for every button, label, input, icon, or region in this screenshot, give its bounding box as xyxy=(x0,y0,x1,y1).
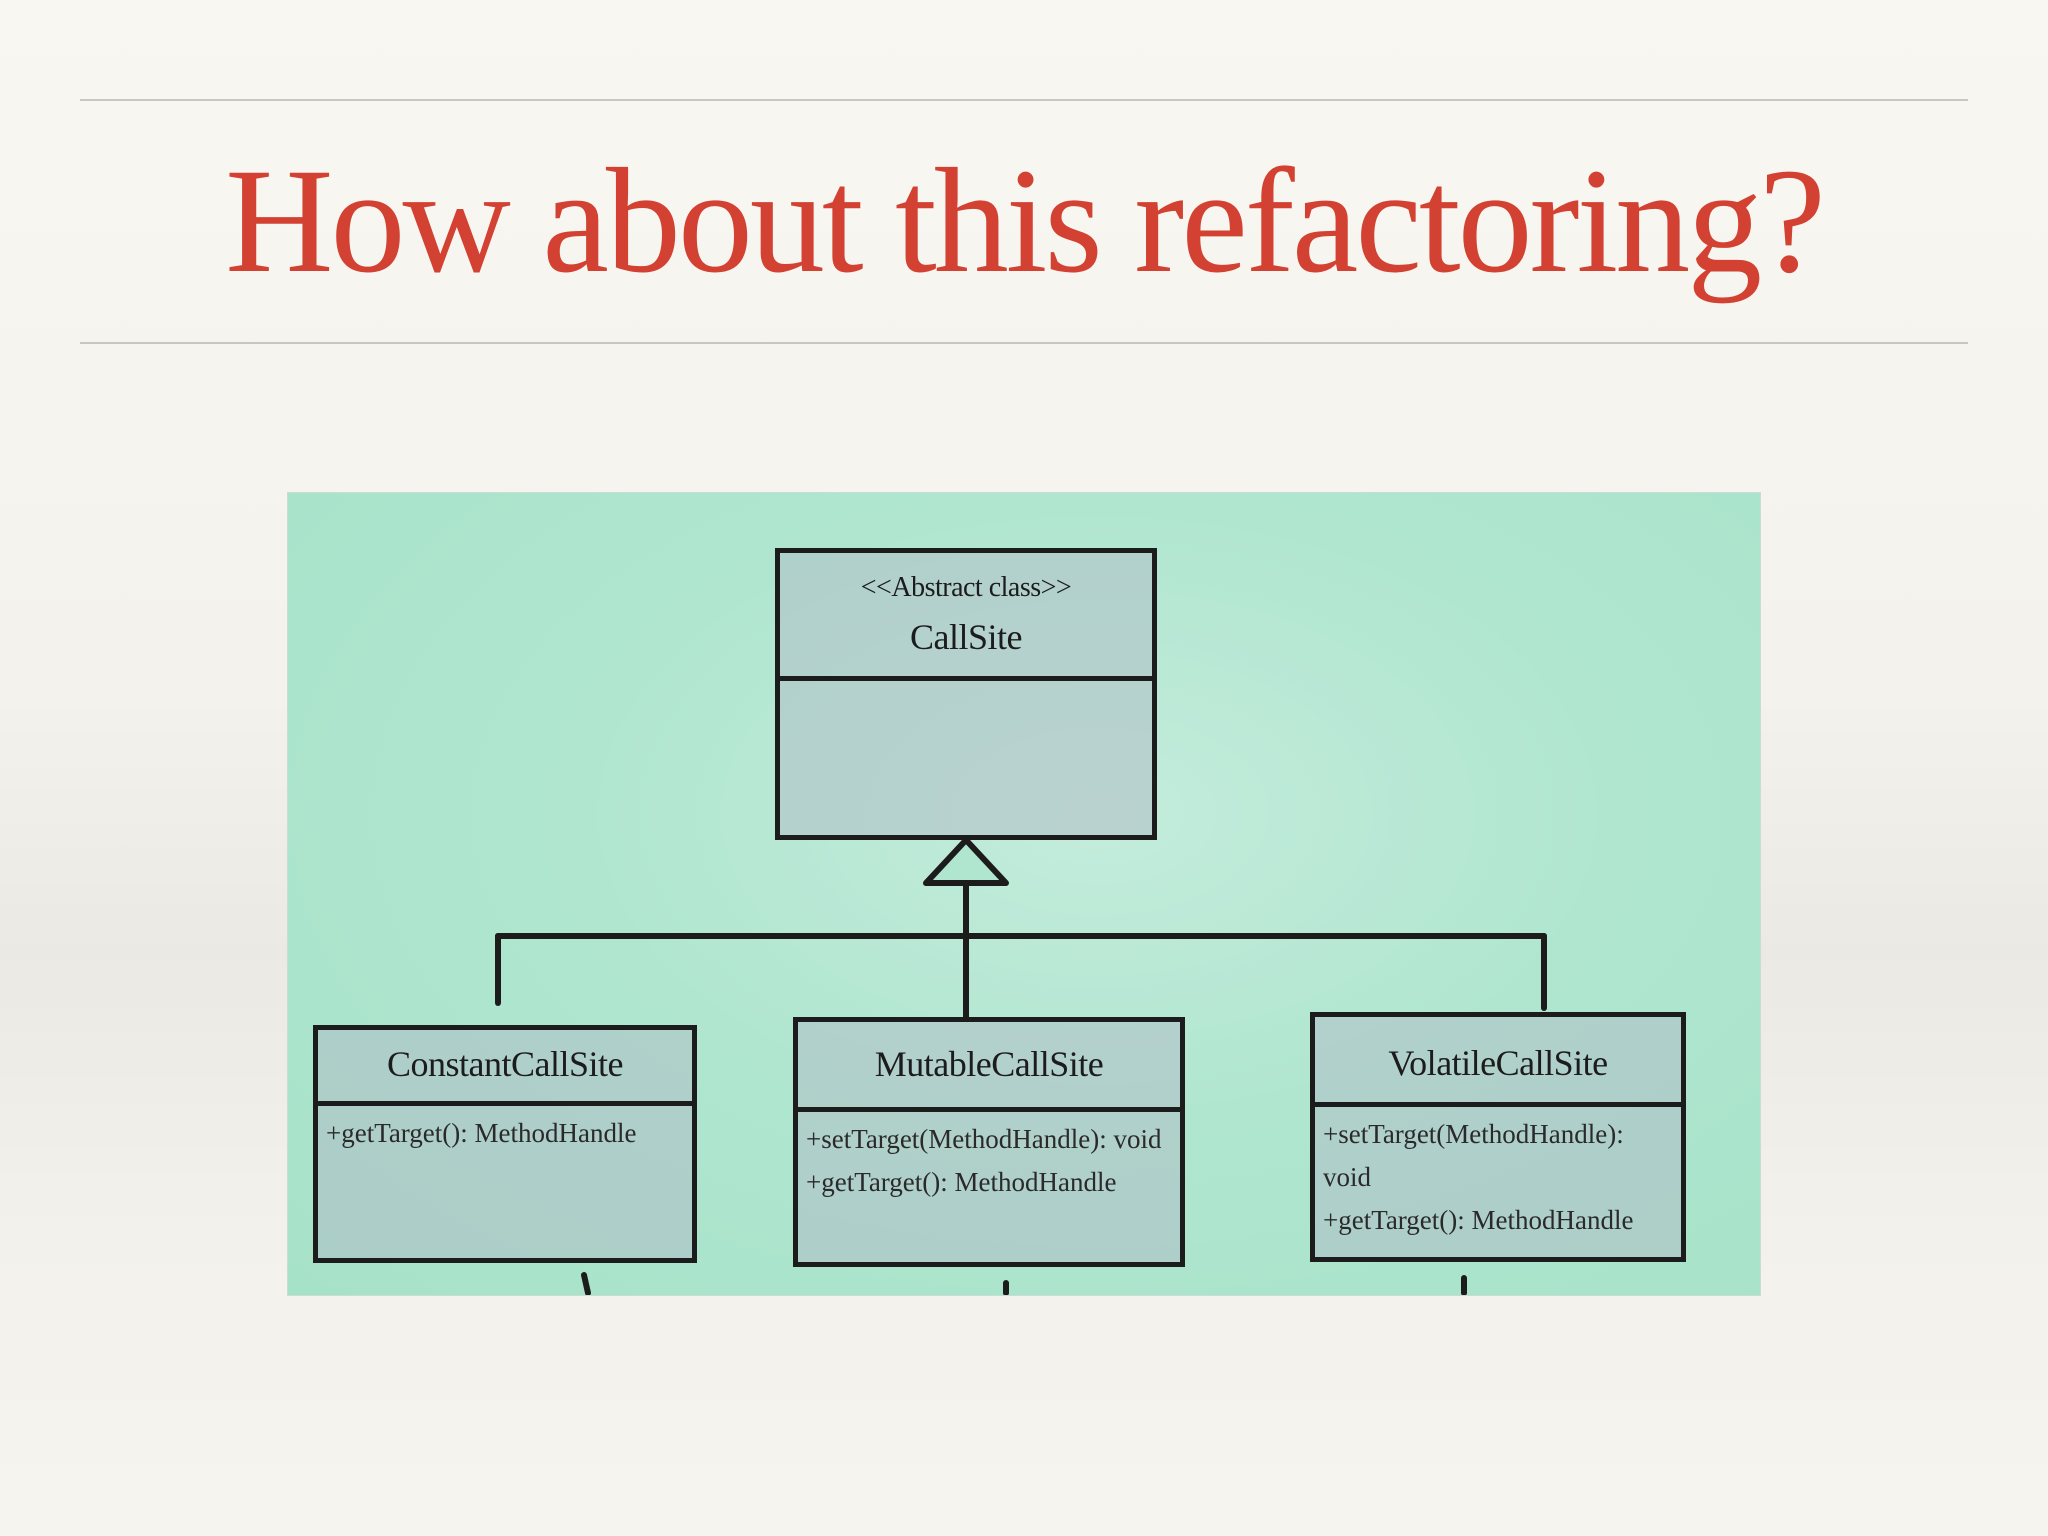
class-name-mutablecallsite: MutableCallSite xyxy=(798,1042,1180,1086)
callsite-class-box: <<Abstract class>> CallSite xyxy=(775,548,1157,840)
constantcallsite-methods: +getTarget(): MethodHandle xyxy=(318,1106,692,1155)
callsite-header: <<Abstract class>> CallSite xyxy=(780,553,1152,681)
bottom-divider xyxy=(80,342,1968,344)
method-row: +setTarget(MethodHandle): void xyxy=(806,1118,1172,1161)
method-row: +getTarget(): MethodHandle xyxy=(326,1112,684,1155)
method-row: +setTarget(MethodHandle): xyxy=(1323,1113,1673,1156)
mutablecallsite-class-box: MutableCallSite +setTarget(MethodHandle)… xyxy=(793,1017,1185,1267)
volatilecallsite-header: VolatileCallSite xyxy=(1315,1017,1681,1107)
stereotype-label: <<Abstract class>> xyxy=(780,571,1152,605)
mutablecallsite-methods: +setTarget(MethodHandle): void +getTarge… xyxy=(798,1112,1180,1204)
method-row: void xyxy=(1323,1156,1673,1199)
callsite-methods xyxy=(780,681,1152,687)
volatilecallsite-class-box: VolatileCallSite +setTarget(MethodHandle… xyxy=(1310,1012,1686,1262)
volatilecallsite-methods: +setTarget(MethodHandle): void +getTarge… xyxy=(1315,1107,1681,1242)
class-name-volatilecallsite: VolatileCallSite xyxy=(1315,1041,1681,1085)
constantcallsite-class-box: ConstantCallSite +getTarget(): MethodHan… xyxy=(313,1025,697,1263)
class-name-callsite: CallSite xyxy=(780,615,1152,659)
top-divider xyxy=(80,99,1968,101)
method-row: +getTarget(): MethodHandle xyxy=(806,1161,1172,1204)
stub-left xyxy=(584,1275,588,1293)
slide-title: How about this refactoring? xyxy=(0,136,2048,306)
uml-diagram: <<Abstract class>> CallSite ConstantCall… xyxy=(288,493,1760,1295)
mutablecallsite-header: MutableCallSite xyxy=(798,1022,1180,1112)
constantcallsite-header: ConstantCallSite xyxy=(318,1030,692,1106)
generalization-arrowhead xyxy=(926,840,1006,883)
method-row: +getTarget(): MethodHandle xyxy=(1323,1199,1673,1242)
class-name-constantcallsite: ConstantCallSite xyxy=(318,1042,692,1086)
